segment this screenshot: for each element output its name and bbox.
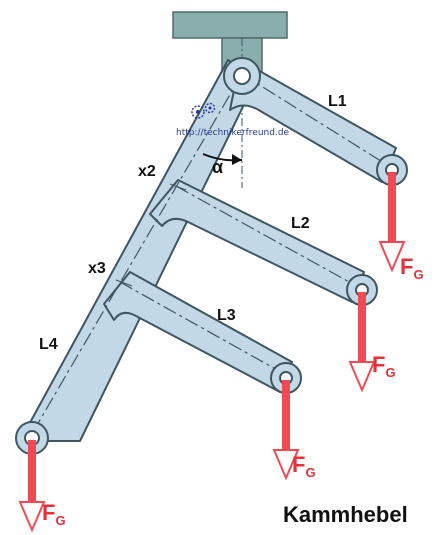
arm-l2: [149, 179, 365, 303]
lever-body: [19, 59, 397, 442]
label-l1: L1: [328, 93, 347, 110]
force-arrow-l3: [272, 380, 300, 481]
arm-l3: [103, 271, 293, 393]
label-x3: x3: [88, 260, 106, 277]
label-x2: x2: [138, 163, 156, 180]
diagram-title: Kammhebel: [283, 502, 408, 527]
spine-centerline: [29, 73, 243, 438]
gear-icon: [191, 102, 216, 119]
force-label-l2: FG: [372, 352, 396, 380]
x3-branch-tick: [115, 279, 133, 287]
arm-l1: [229, 59, 397, 183]
force-label-l1: FG: [400, 254, 424, 282]
force-label-l3: FG: [292, 452, 316, 480]
force-arrows: [18, 172, 406, 533]
force-arrow-l2: [348, 292, 376, 393]
pivot-joint-top: [223, 57, 261, 95]
arm-l1-centerline: [241, 73, 393, 169]
force-label-l4: FG: [42, 500, 66, 528]
label-l3: L3: [217, 307, 236, 324]
force-arrow-l1: [378, 172, 406, 273]
label-l2: L2: [291, 215, 310, 232]
mount-plate: [172, 11, 288, 39]
label-alpha: α: [212, 157, 223, 177]
x2-branch-tick: [169, 183, 187, 191]
lever-spine: [19, 59, 257, 442]
arm-l2-centerline: [175, 185, 361, 289]
angle-arrowhead: [232, 154, 242, 165]
watermark: http://technikerfreund.de: [176, 102, 290, 138]
joint-l2: [346, 274, 378, 306]
force-arrow-l4: [18, 440, 46, 533]
label-l4: L4: [39, 336, 58, 353]
arm-labels: L1 L2 L3 L4 x2 x3 α: [39, 93, 347, 353]
arm-l3-centerline: [119, 281, 289, 377]
angle-marker: [202, 153, 243, 165]
force-labels: FG FG FG FG: [42, 254, 424, 528]
watermark-text: http://technikerfreund.de: [176, 128, 290, 138]
joints: [15, 57, 408, 455]
